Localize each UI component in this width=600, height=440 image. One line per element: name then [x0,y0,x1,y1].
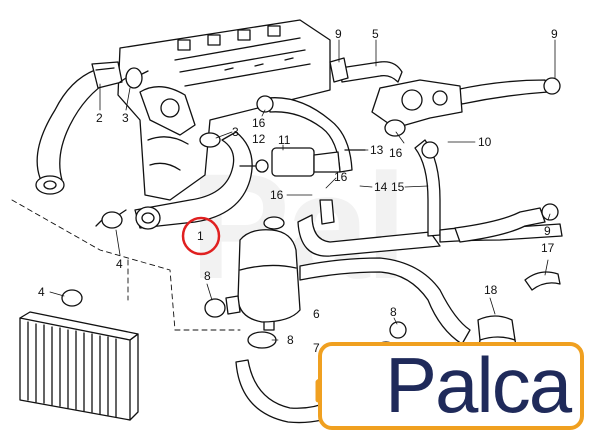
callout-12: 12 [252,132,266,146]
palca-logo-text: Palca [385,341,572,429]
clip-17 [524,271,561,291]
callout-14: 14 [374,180,388,194]
engine-block [117,19,331,201]
callout-9: 9 [335,27,342,41]
callout-9: 9 [544,224,551,238]
hose-1 [134,131,253,230]
callout-16: 16 [252,116,266,130]
clamp-8a [204,298,226,318]
hose-5 [329,57,561,105]
callout-16: 16 [334,170,348,184]
clamp-4a [95,209,127,229]
callout-10: 10 [478,135,492,149]
callout-8: 8 [390,305,397,319]
callout-2: 2 [96,111,103,125]
callout-6: 6 [313,307,320,321]
clamp-3a [119,67,149,89]
callout-13: 13 [370,143,384,157]
callout-4: 4 [38,285,45,299]
callout-3: 3 [122,111,129,125]
callout-8: 8 [204,269,211,283]
hose-16-upper [256,95,353,173]
callout-1: 1 [197,229,204,243]
callout-17: 17 [541,241,555,255]
hose-6 [225,257,471,345]
callout-11: 11 [278,133,291,147]
callout-16: 16 [389,146,403,160]
leader-lines [49,39,556,341]
pump-housing [139,86,196,136]
expansion-tank [237,216,301,331]
callout-3: 3 [232,125,239,139]
hose-9-right [454,203,559,243]
clamp-8b [389,321,407,339]
thermostat-housing [371,79,463,137]
callout-18: 18 [484,283,498,297]
radiator [19,289,139,421]
callout-5: 5 [372,27,379,41]
callout-8: 8 [287,333,294,347]
reference-lines [11,199,241,331]
callout-16: 16 [270,188,284,202]
callout-9: 9 [551,27,558,41]
callout-7: 7 [313,341,320,355]
callout-15: 15 [391,180,405,194]
valve-11 [239,147,366,177]
hose-2 [35,61,123,195]
callout-4: 4 [116,257,123,271]
palca-logo-frame [318,342,584,430]
highlight-circle [181,216,221,256]
